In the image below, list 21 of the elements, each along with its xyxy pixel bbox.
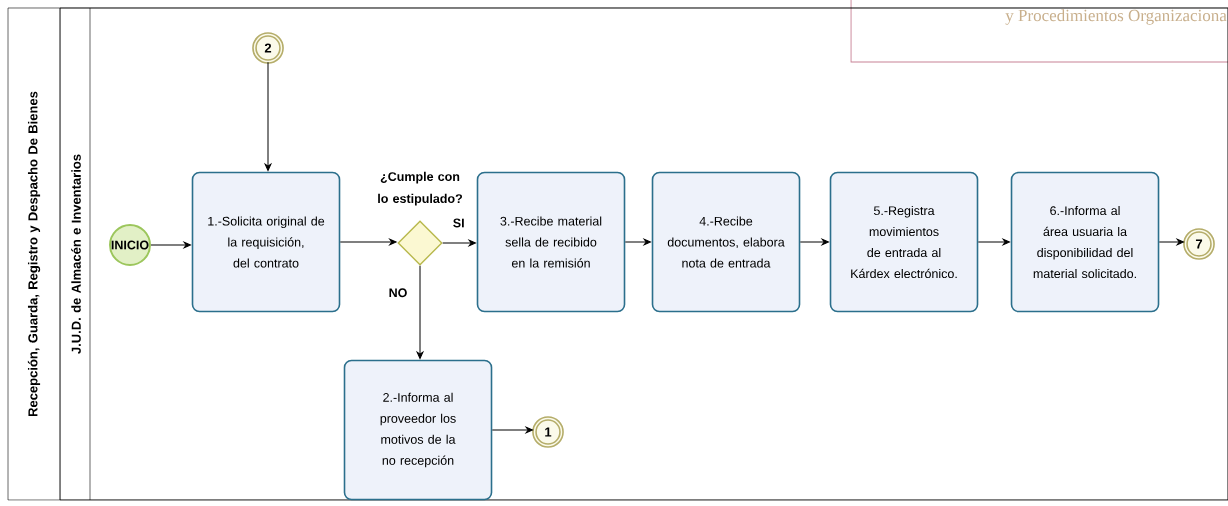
arrow [1158, 238, 1184, 246]
question-text: ¿Cumple con lo estipulado? [378, 171, 462, 206]
task-box: 6.-Informa al área usuaria la disponibilidad del material solicitado. [1010, 171, 1160, 313]
arrow [491, 426, 533, 434]
edge-label: NO [389, 288, 407, 298]
task-box: 5.-Registra movimientos de entrada al Kárdex electrónico. [829, 171, 979, 313]
arrow [339, 238, 397, 246]
arrow [799, 238, 829, 246]
header-box: y Procedimientos Organizaciona [850, 0, 1228, 63]
arrow [416, 265, 424, 359]
task-box: 1.-Solicita original de la requisición, del contrato [191, 171, 341, 313]
edge-label: SI [453, 218, 464, 228]
arrow [150, 241, 191, 249]
task-box: 2.-Informa al proveedor los motivos de la no recepción [343, 359, 493, 501]
arrow [624, 238, 651, 246]
decision-diamond [397, 220, 443, 266]
arrow [442, 239, 476, 247]
arrow [977, 238, 1010, 246]
task-box: 4.-Recibe documentos, elabora nota de entrada [651, 171, 801, 313]
task-box: 3.-Recibe material sella de recibido en la remisión [476, 171, 626, 313]
arrow [264, 61, 272, 171]
